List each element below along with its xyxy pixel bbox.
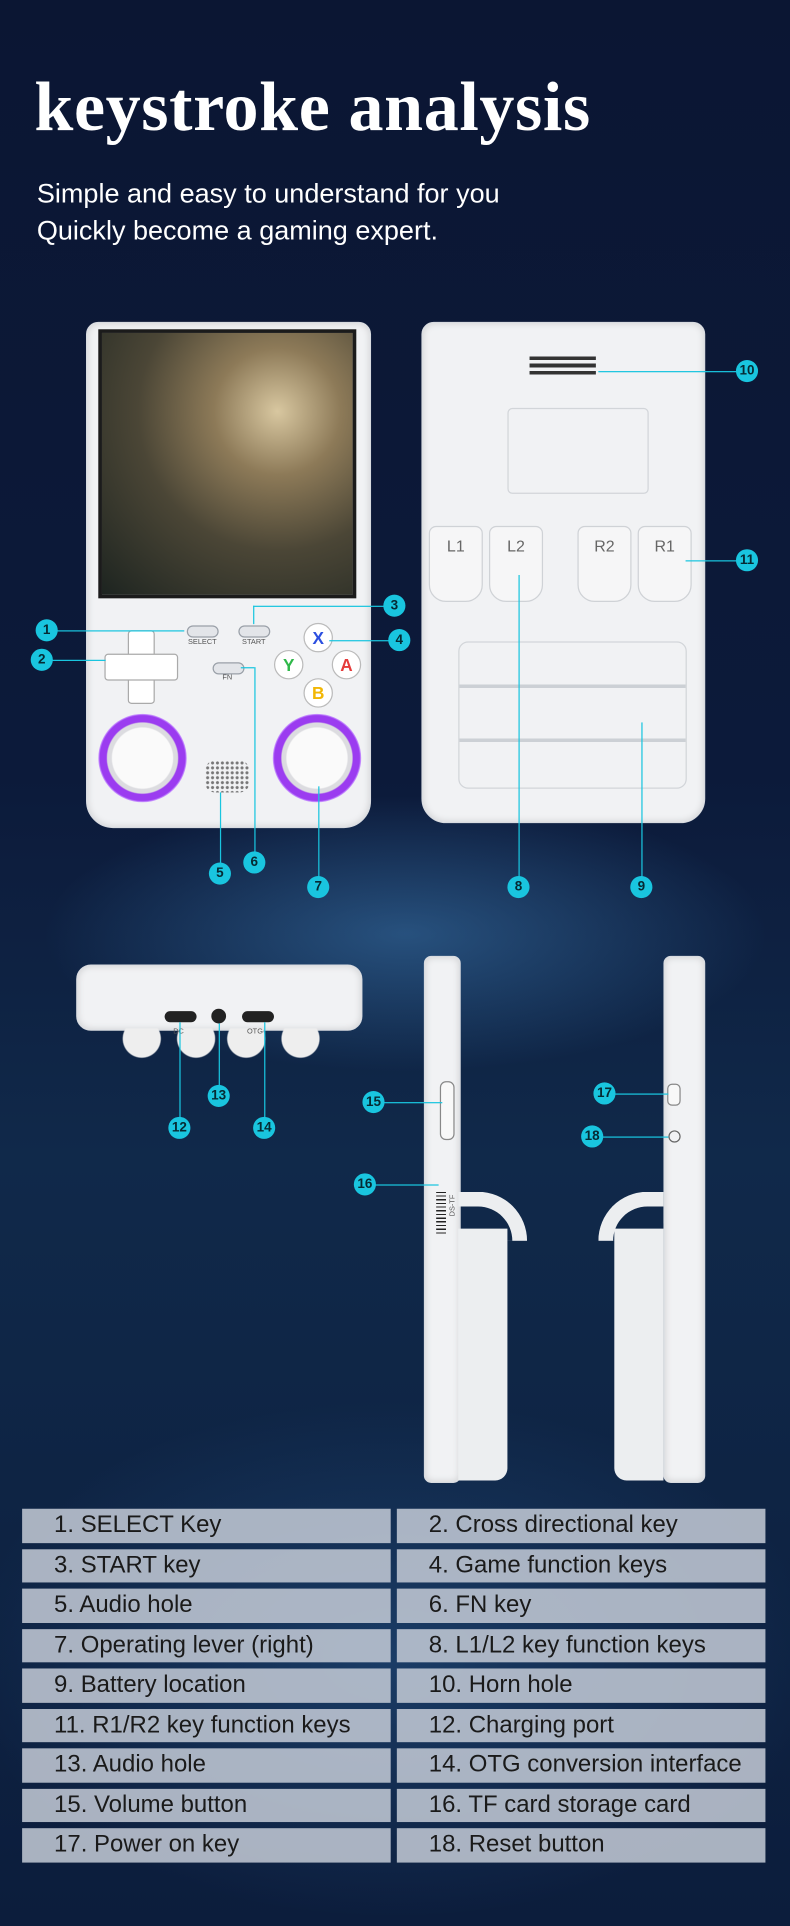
fn-text: FN	[222, 674, 233, 682]
legend-item: 9. Battery location	[22, 1668, 391, 1703]
callout-13: 13	[207, 1084, 230, 1107]
callout-6: 6	[243, 851, 266, 874]
l1-button: L1	[428, 525, 483, 603]
b-button: B	[303, 678, 333, 708]
callout-line-10	[598, 371, 748, 373]
legend-item: 16. TF card storage card	[396, 1788, 766, 1823]
callout-line-14	[264, 1022, 266, 1128]
callout-5: 5	[208, 862, 231, 885]
callout-line-7	[318, 786, 320, 888]
charging-port	[164, 1011, 197, 1023]
otg-text: OTG	[246, 1028, 263, 1036]
page-title: keystroke analysis	[34, 68, 591, 147]
callout-line-6	[254, 667, 256, 863]
callout-10: 10	[735, 359, 759, 383]
callout-line-11	[685, 560, 748, 562]
callout-line-2	[41, 659, 106, 661]
left-grip	[458, 1228, 508, 1481]
r2-button: R2	[577, 525, 632, 603]
l2-button: L2	[488, 525, 544, 603]
callout-line-3	[253, 605, 395, 607]
callout-15: 15	[362, 1091, 385, 1114]
subtitle-line-1: Simple and easy to understand for you	[36, 178, 500, 209]
legend-table: 1. SELECT Key 2. Cross directional key 3…	[22, 1508, 767, 1862]
callout-line-18	[592, 1136, 669, 1138]
legend-item: 17. Power on key	[22, 1828, 391, 1862]
left-stick	[98, 713, 187, 803]
a-button: A	[331, 649, 362, 680]
callout-16: 16	[353, 1173, 376, 1196]
fn-button	[212, 662, 245, 675]
r1-button: R1	[637, 525, 692, 603]
callout-11: 11	[735, 549, 759, 572]
callout-line-16	[364, 1184, 439, 1186]
tf-text: DS-TF	[449, 1194, 458, 1217]
callout-7: 7	[307, 876, 330, 899]
legend-item: 3. START key	[22, 1548, 391, 1583]
reset-button	[668, 1130, 681, 1143]
legend-item: 5. Audio hole	[22, 1588, 391, 1623]
callout-18: 18	[581, 1125, 604, 1148]
legend-item: 18. Reset button	[396, 1828, 766, 1862]
callout-line-6b	[240, 667, 255, 669]
callout-line-9	[641, 722, 643, 888]
x-button: X	[303, 622, 333, 653]
callout-17: 17	[593, 1082, 616, 1105]
callout-4: 4	[388, 629, 411, 652]
horn-hole	[529, 356, 596, 376]
audio-jack	[211, 1008, 227, 1024]
callout-line-13	[218, 1023, 220, 1096]
screen-image	[98, 329, 357, 599]
legend-item: 6. FN key	[396, 1588, 766, 1623]
select-button	[186, 625, 219, 638]
legend-item: 14. OTG conversion interface	[396, 1748, 766, 1783]
legend-item: 11. R1/R2 key function keys	[22, 1708, 391, 1743]
callout-8: 8	[507, 876, 530, 899]
legend-item: 7. Operating lever (right)	[22, 1628, 391, 1663]
legend-item: 4. Game function keys	[396, 1548, 766, 1583]
start-button	[238, 625, 271, 638]
subtitle-line-2: Quickly become a gaming expert.	[36, 215, 439, 246]
callout-line-4	[329, 640, 400, 642]
callout-line-12	[179, 1022, 181, 1128]
dc-text: DC	[173, 1028, 184, 1035]
power-button	[667, 1083, 681, 1106]
callout-line-5	[219, 792, 222, 874]
right-stick	[272, 713, 362, 803]
back-window	[507, 407, 649, 494]
tf-slot	[436, 1191, 446, 1236]
callout-line-3b	[253, 605, 255, 625]
legend-item: 2. Cross directional key	[396, 1508, 766, 1543]
right-grip	[614, 1228, 664, 1481]
shoulder-bumps	[116, 1028, 326, 1063]
callout-14: 14	[253, 1116, 276, 1139]
start-text: START	[242, 638, 266, 647]
legend-item: 10. Horn hole	[396, 1668, 766, 1703]
callout-12: 12	[168, 1116, 191, 1139]
callout-line-15	[373, 1102, 443, 1104]
callout-line-1	[46, 630, 185, 632]
dpad-horizontal	[104, 653, 179, 681]
callout-line-17	[604, 1093, 669, 1095]
callout-1: 1	[35, 619, 58, 642]
callout-line-8	[518, 574, 520, 888]
legend-item: 13. Audio hole	[22, 1748, 391, 1783]
callout-9: 9	[630, 876, 653, 899]
otg-port	[242, 1011, 274, 1023]
legend-item: 8. L1/L2 key function keys	[396, 1628, 766, 1663]
y-button: Y	[273, 649, 304, 680]
callout-3: 3	[383, 594, 406, 617]
select-text: SELECT	[187, 638, 217, 647]
legend-item: 1. SELECT Key	[22, 1508, 391, 1543]
volume-button	[439, 1081, 455, 1141]
legend-item: 15. Volume button	[22, 1788, 391, 1823]
legend-item: 12. Charging port	[396, 1708, 766, 1743]
callout-2: 2	[30, 648, 53, 671]
device-right-side	[663, 955, 706, 1483]
speaker-grill	[205, 760, 250, 793]
battery-cover	[458, 641, 687, 789]
